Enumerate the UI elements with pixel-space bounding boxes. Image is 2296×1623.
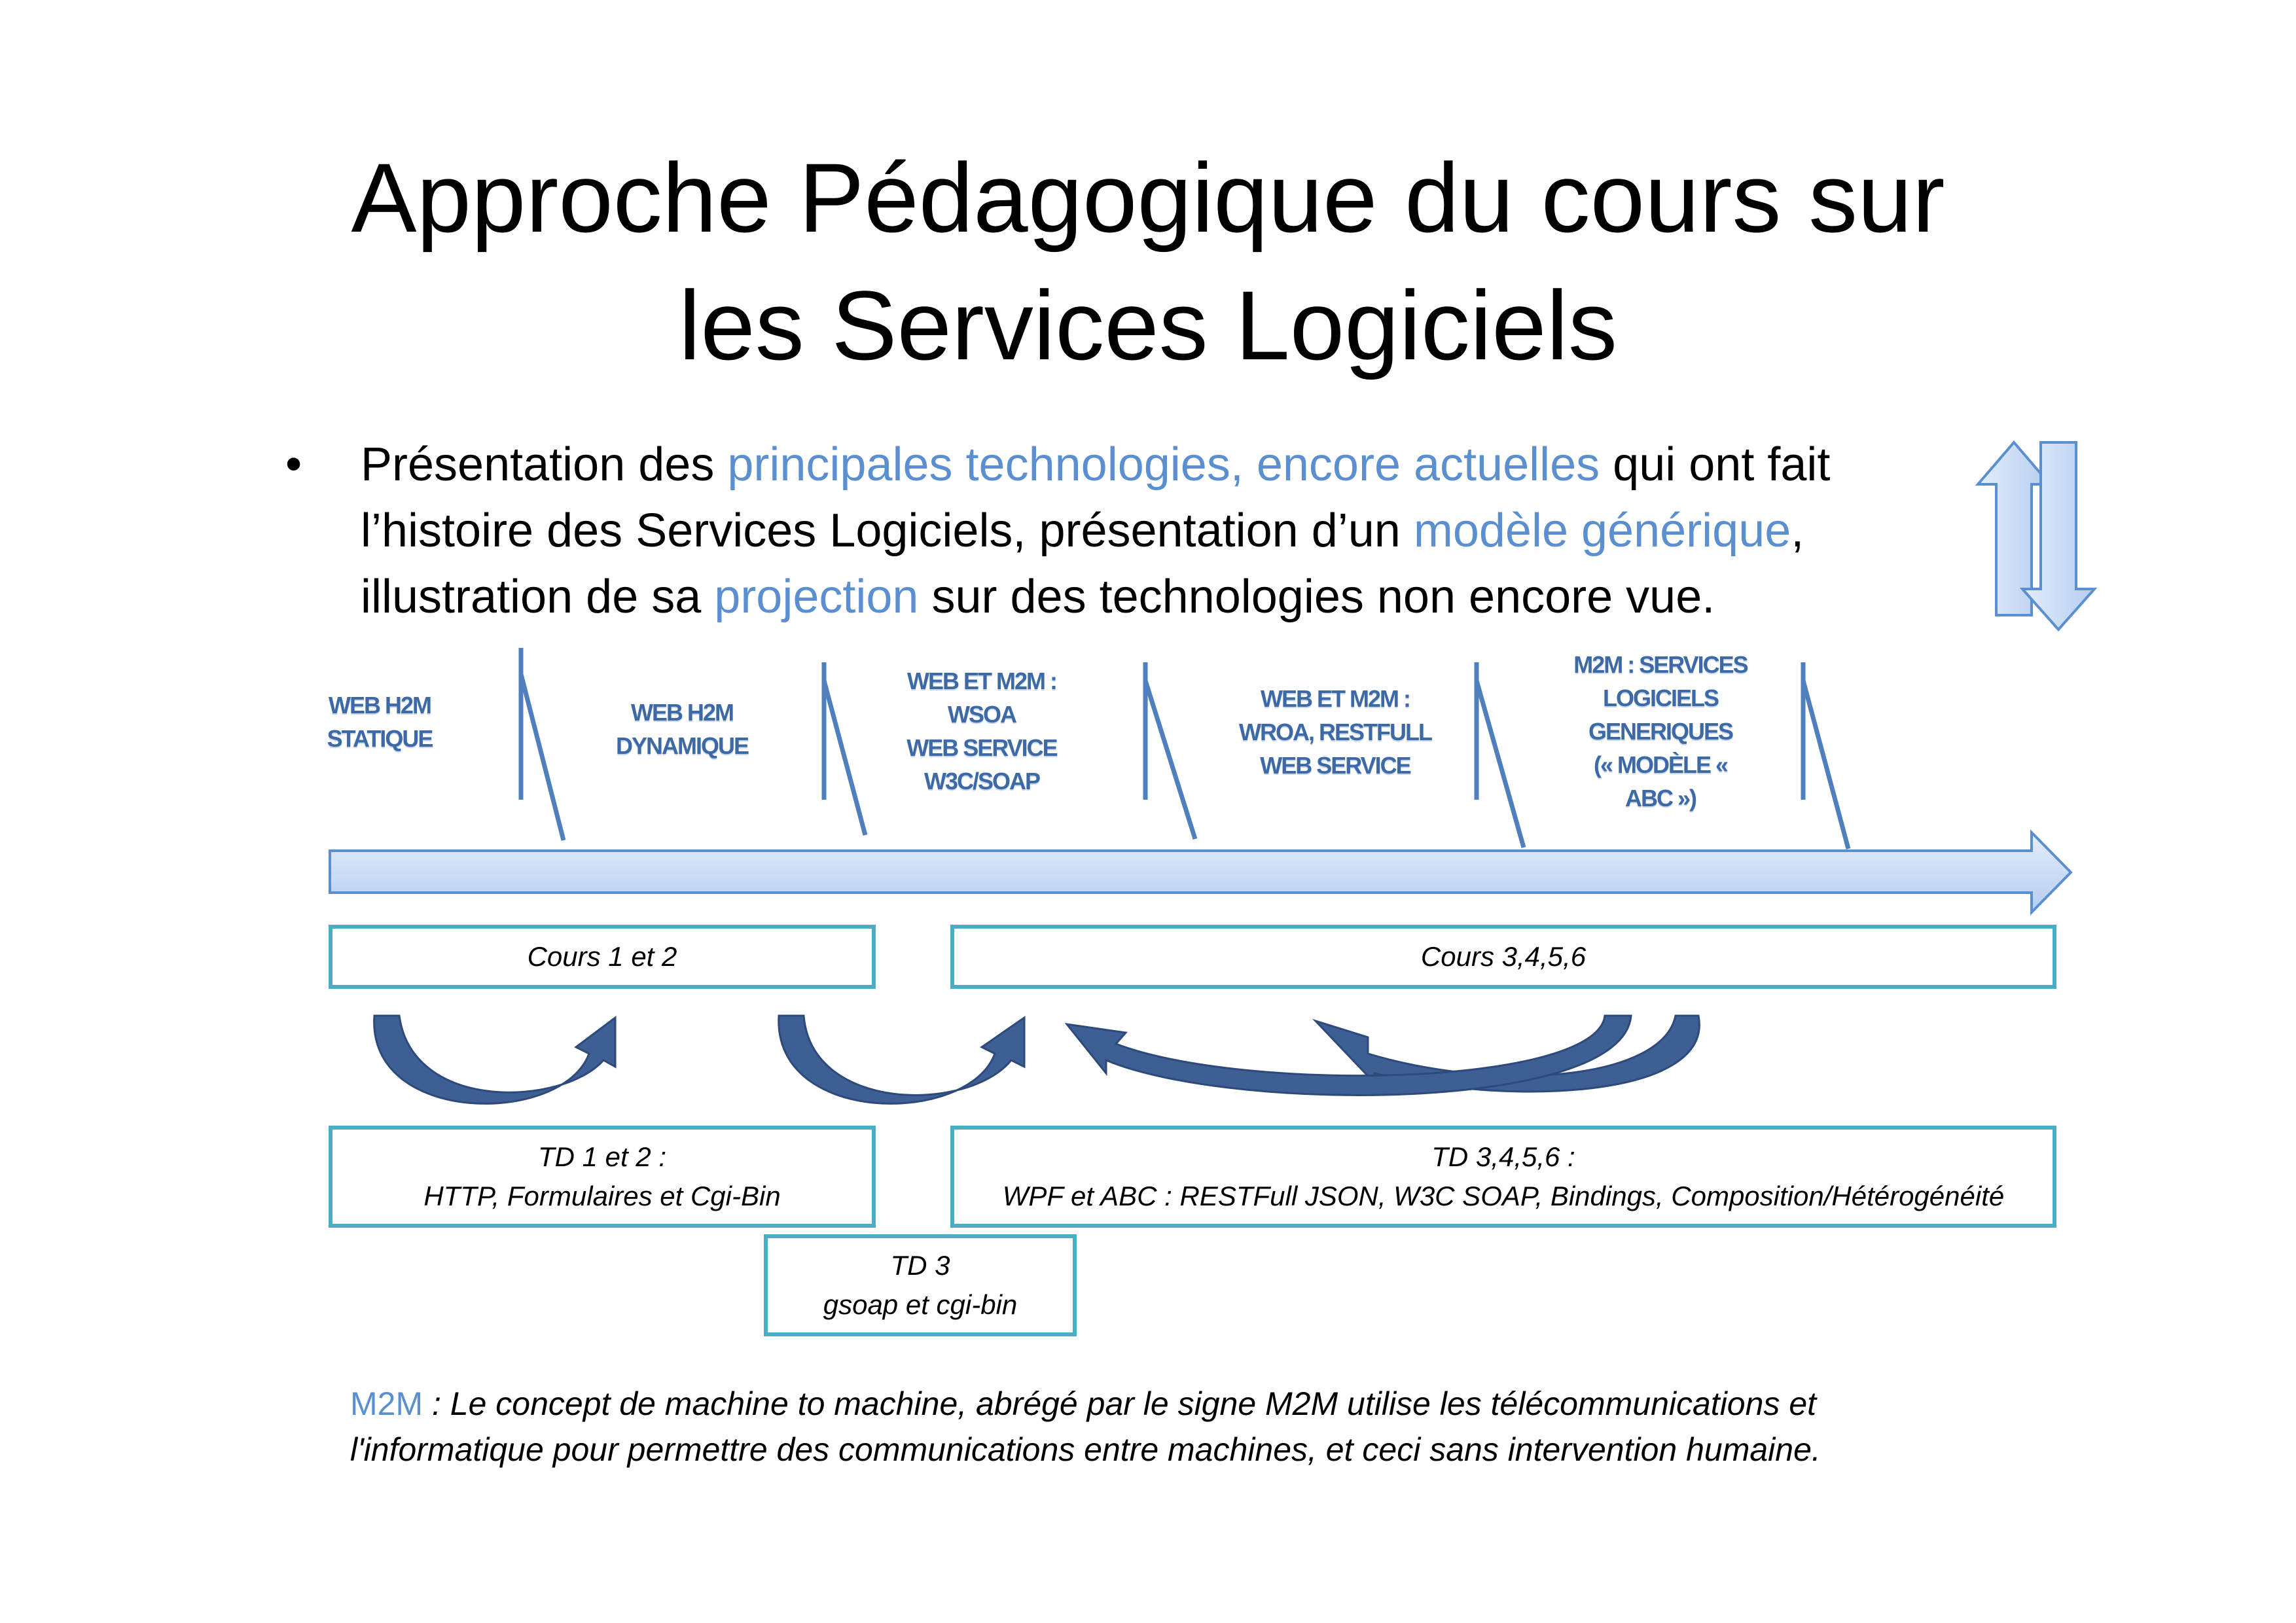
label-line: WEB H2M [630,699,734,726]
label-line: WEB SERVICE [1260,752,1411,779]
footnote-term: M2M [350,1385,423,1422]
footnote: M2M : Le concept de machine to machine, … [350,1381,1986,1472]
text: Présentation des [361,438,728,491]
label-line: WROA, RESTFULL [1239,719,1433,745]
timeline-label-2: WEB H2M DYNAMIQUE [615,696,749,762]
label-line: STATIQUE [327,725,434,752]
label-line: WEB H2M [328,692,432,719]
text: qui ont fait l’histoire des Services Log… [361,438,1831,557]
highlight-projection: projection [714,571,919,623]
down-arrow-icon [2019,441,2098,632]
bullet-text: Présentation des principales technologie… [361,432,1971,630]
highlight-technologies: principales technologies, encore actuell… [727,438,1600,491]
timeline-separators [518,648,1851,849]
curved-arrows [373,1014,1700,1105]
timeline-arrow [329,829,2073,916]
highlight-model: modèle générique [1413,505,1791,557]
label-line: DYNAMIQUE [615,732,749,759]
timeline-label-3: WEB ET M2M : WSOA WEB SERVICE W3C/SOAP [906,664,1058,798]
td-detail: WPF et ABC : RESTFull JSON, W3C SOAP, Bi… [1002,1181,2005,1211]
td-title: TD 3 [890,1250,950,1281]
timeline-label-1: WEB H2M STATIQUE [327,688,434,755]
td-detail: gsoap et cgi-bin [823,1289,1018,1320]
timeline-label-5: M2M : SERVICES LOGICIELS GENERIQUES (« MODÈ… [1573,648,1748,815]
timeline-label-4: WEB ET M2M : WROA, RESTFULL WEB SERVICE [1239,682,1433,782]
td-3-6-box: TD 3,4,5,6 : WPF et ABC : RESTFull JSON, … [950,1126,2056,1228]
slide-title-line2: les Services Logiciels [679,270,1617,380]
text: sur des technologies non encore vue. [918,571,1715,623]
label-line: WEB ET M2M : [907,668,1058,694]
td-3-box: TD 3 gsoap et cgi-bin [764,1234,1077,1336]
cours-label: Cours 3,4,5,6 [1420,941,1587,972]
cours-label: Cours 1 et 2 [527,941,677,972]
label-line: W3C/SOAP [924,768,1041,794]
cours-3-6-box: Cours 3,4,5,6 [950,925,2056,989]
label-line: WEB SERVICE [906,734,1058,761]
td-detail: HTTP, Formulaires et Cgi-Bin [423,1181,781,1211]
cours-1-2-box: Cours 1 et 2 [329,925,876,989]
label-line: WEB ET M2M : [1261,685,1411,712]
label-line: LOGICIELS [1602,685,1719,711]
footnote-text: : Le concept de machine to machine, abré… [350,1385,1821,1468]
label-line: (« MODÈLE « [1593,751,1729,778]
label-line: M2M : SERVICES [1573,651,1748,678]
label-line: GENERIQUES [1588,718,1734,745]
td-title: TD 1 et 2 : [537,1141,667,1172]
td-title: TD 3,4,5,6 : [1431,1141,1575,1172]
bullet-marker: • [285,438,302,490]
td-1-2-box: TD 1 et 2 : HTTP, Formulaires et Cgi-Bin [329,1126,876,1228]
slide-title-line1: Approche Pédagogique du cours sur [351,143,1945,253]
text: , illustration de sa [361,505,1804,623]
label-line: ABC ») [1624,785,1697,812]
label-line: WSOA [947,701,1017,728]
